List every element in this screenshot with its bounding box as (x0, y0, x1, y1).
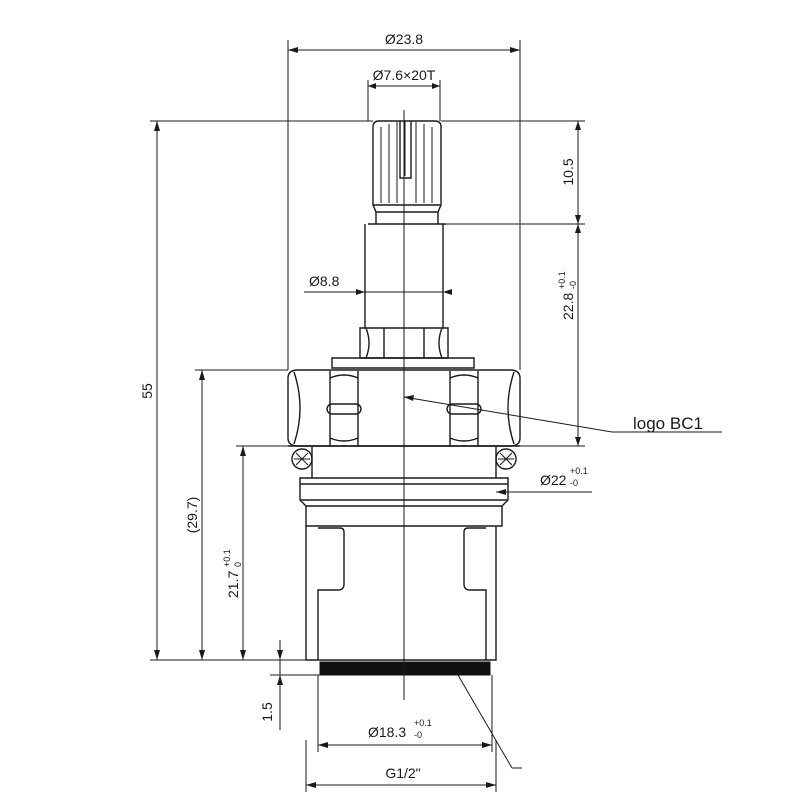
svg-text:-0: -0 (414, 730, 422, 740)
label-thread-size: G1/2" (385, 765, 420, 781)
svg-text:+0.1: +0.1 (414, 718, 432, 728)
label-stem-height: 22.8 +0.1 -0 (557, 271, 578, 320)
lower-body (305, 526, 497, 661)
label-shaft-diameter: Ø8.8 (309, 273, 340, 289)
spline-shaft (368, 120, 446, 225)
svg-text:Ø18.3: Ø18.3 (368, 724, 406, 740)
hex-head (287, 369, 521, 447)
svg-text:0: 0 (233, 562, 243, 567)
svg-text:+0.1: +0.1 (557, 271, 567, 289)
svg-text:+0.1: +0.1 (222, 549, 232, 567)
label-spline-length: 10.5 (560, 158, 576, 185)
svg-text:-0: -0 (570, 478, 578, 488)
label-thread-height: 21.7 +0.1 0 (222, 549, 243, 598)
svg-text:22.8: 22.8 (560, 293, 576, 320)
cartridge-part (287, 110, 521, 700)
base-washer (319, 661, 491, 676)
svg-text:21.7: 21.7 (225, 571, 241, 598)
label-logo-callout: logo BC1 (633, 414, 703, 433)
label-overall-height: 55 (139, 383, 155, 399)
label-base-diameter: Ø18.3 +0.1 -0 (368, 718, 432, 740)
svg-text:Ø22: Ø22 (540, 472, 567, 488)
label-body-height: (29.7) (184, 497, 200, 534)
svg-text:-0: -0 (568, 281, 578, 289)
label-washer-thickness: 1.5 (259, 702, 275, 722)
label-spindle: Ø7.6×20T (373, 67, 436, 83)
svg-text:+0.1: +0.1 (570, 466, 588, 476)
label-outer-diameter: Ø23.8 (385, 31, 423, 47)
small-hex-nut (331, 327, 475, 369)
dimension-arrows (154, 47, 581, 788)
dimension-lines (150, 40, 722, 792)
label-oring-diameter: Ø22 +0.1 -0 (540, 466, 588, 488)
dimension-labels: Ø23.8 Ø7.6×20T 10.5 22.8 +0.1 -0 Ø8.8 55… (139, 31, 703, 781)
